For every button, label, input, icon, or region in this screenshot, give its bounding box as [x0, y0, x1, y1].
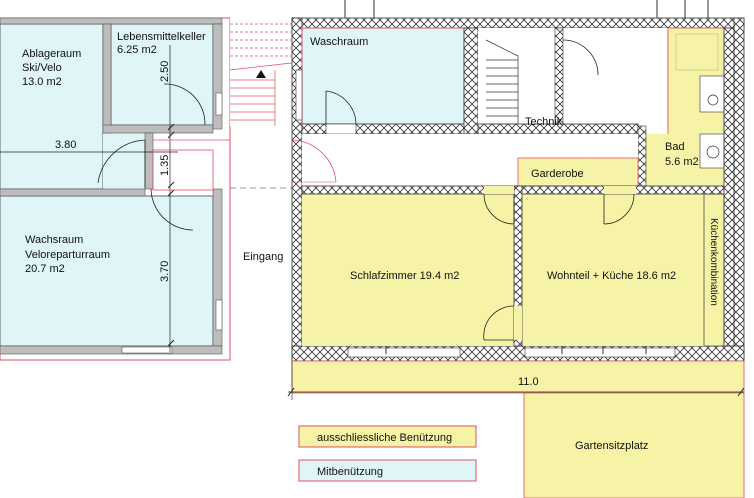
label-wachsraum: Wachsraum [25, 234, 83, 246]
room-lebensmittelkeller [110, 23, 214, 126]
label-wachsraum-sub: Veloreparturraum [25, 249, 110, 261]
legend: ausschliessliche Benützung Mitbenützung [298, 425, 477, 482]
dimension-labels: 3.80 2.50 1.35 3.70 11.0 [55, 61, 539, 388]
room-wohnteil [522, 194, 704, 346]
label-gartensitzplatz: Gartensitzplatz [575, 440, 648, 452]
label-ablageraum: Ablageraum [22, 48, 81, 60]
dim-250: 2.50 [159, 61, 171, 82]
label-kuechenkombination: Küchenkombination [708, 218, 719, 306]
terrace [287, 360, 745, 498]
label-eingang: Eingang [243, 251, 283, 263]
dim-110: 11.0 [518, 376, 539, 388]
legend-exclusive-label: ausschliessliche Benützung [317, 432, 452, 444]
left-building [0, 17, 300, 361]
legend-swatch-exclusive [298, 425, 477, 448]
entrance-stairs [229, 18, 301, 126]
room-ablageraum [0, 23, 104, 190]
right-building [291, 0, 745, 362]
label-wohnteil: Wohnteil + Küche 18.6 m2 [547, 270, 676, 282]
room-schlafzimmer [302, 194, 514, 346]
room-waschraum [301, 27, 465, 125]
label-lebensmittelkeller-area: 6.25 m2 [117, 44, 157, 56]
label-wachsraum-area: 20.7 m2 [25, 263, 65, 275]
label-ablageraum-area: 13.0 m2 [22, 76, 62, 88]
label-garderobe: Garderobe [531, 168, 584, 180]
dim-370: 3.70 [159, 261, 171, 282]
room-wachsraum [0, 195, 214, 347]
label-ablageraum-sub: Ski/Velo [22, 62, 62, 74]
label-schlafzimmer: Schlafzimmer 19.4 m2 [350, 270, 459, 282]
legend-swatch-shared [298, 459, 477, 482]
label-bad: Bad [665, 141, 685, 153]
room-gartensitzplatz [523, 392, 745, 498]
label-bad-area: 5.6 m2 [665, 156, 699, 168]
label-waschraum: Waschraum [310, 36, 368, 48]
legend-shared-label: Mitbenützung [317, 466, 383, 478]
label-lebensmittelkeller: Lebensmittelkeller [117, 31, 206, 43]
dim-380: 3.80 [55, 139, 76, 151]
room-labels: Ablageraum Ski/Velo 13.0 m2 Lebensmittel… [22, 31, 719, 452]
label-technik: Technik [525, 116, 563, 128]
dim-135: 1.35 [159, 155, 171, 176]
